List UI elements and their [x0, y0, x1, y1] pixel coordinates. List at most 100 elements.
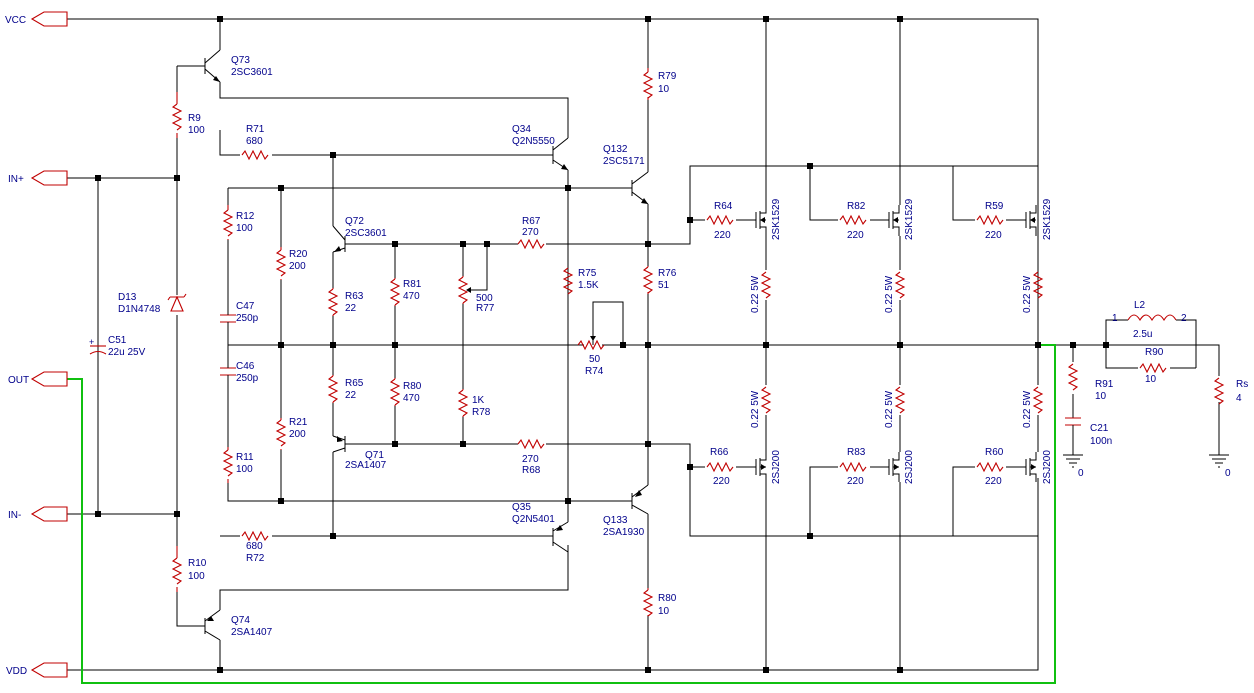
r71-resistor-icon — [241, 149, 269, 161]
r12-ref: R12 — [236, 211, 255, 222]
in-plus-port-label: IN+ — [8, 174, 24, 185]
r74-ref: R74 — [585, 366, 604, 377]
bjt-q35-icon — [552, 521, 569, 553]
vdd-port-label: VDD — [6, 666, 27, 677]
r20-value: 200 — [289, 261, 306, 272]
mosfet-part: 2SK1529 — [904, 198, 915, 240]
d13-part: D1N4748 — [118, 304, 161, 315]
in-plus-port[interactable]: IN+ — [8, 170, 68, 186]
q71-part: 2SA1407 — [345, 460, 387, 471]
r60-resistor-icon — [976, 461, 1004, 473]
r79-ref: R79 — [658, 71, 677, 82]
bjt-q74-icon — [204, 609, 221, 641]
out-port-label: OUT — [8, 375, 29, 386]
r11-ref: R11 — [236, 452, 254, 463]
r91-resistor-icon — [1067, 363, 1079, 391]
r80b-value: 470 — [403, 393, 420, 404]
d13-ref: D13 — [118, 292, 137, 303]
r72-ref: R72 — [246, 553, 265, 564]
r80b-ref: R80 — [403, 381, 422, 392]
r78-ref: R78 — [472, 407, 491, 418]
vcc-port-label: VCC — [5, 15, 26, 26]
svg-text:+: + — [89, 337, 94, 347]
inductor-l2-icon — [1127, 314, 1177, 322]
bjt-q133-icon — [631, 484, 649, 515]
r90-resistor-icon — [1139, 362, 1167, 374]
r75-ref: R75 — [578, 268, 597, 279]
rs-resistor-icon — [1213, 377, 1225, 405]
r20-ref: R20 — [289, 249, 308, 260]
r82-ref: R82 — [847, 201, 866, 212]
r71-ref: R71 — [246, 124, 265, 135]
r59-resistor-icon — [976, 214, 1004, 226]
r12-value: 100 — [236, 223, 253, 234]
r20-resistor-icon — [275, 249, 287, 277]
r9-ref: R9 — [188, 113, 201, 124]
source-resistor-icon — [894, 271, 906, 299]
r80-ref: R80 — [658, 593, 677, 604]
r11-value: 100 — [236, 464, 253, 475]
bjt-q132-icon — [631, 171, 649, 205]
capacitor-c47-icon — [220, 307, 236, 331]
r66-ref: R66 — [710, 447, 729, 458]
q133-ref: Q133 — [603, 515, 628, 526]
c21-ref: C21 — [1090, 423, 1109, 434]
bjt-q72-icon — [332, 225, 346, 253]
capacitor-c21-icon — [1065, 417, 1081, 436]
q34-part: Q2N5550 — [512, 136, 555, 147]
mosfet-part: 2SK1529 — [771, 198, 782, 240]
r81-value: 470 — [403, 291, 420, 302]
component-labels: Q73 2SC3601 Q74 2SA1407 R9 100 R10 100 R… — [108, 55, 1248, 638]
in-minus-port[interactable]: IN- — [8, 506, 68, 522]
rs-value: 4 — [1236, 393, 1242, 404]
r10-value: 100 — [188, 571, 205, 582]
r60-value: 220 — [985, 476, 1002, 487]
mosfet-part: 2SJ200 — [1042, 450, 1053, 484]
r10-resistor-icon — [171, 557, 183, 585]
zener-diode-icon — [167, 293, 187, 312]
mosfet-part: 2SK1529 — [1042, 198, 1053, 240]
source-resistor-icon — [760, 271, 772, 299]
source-res-label: 0.22 5W — [1022, 390, 1033, 428]
r79-value: 10 — [658, 84, 670, 95]
q73-part: 2SC3601 — [231, 67, 273, 78]
ground-label: 0 — [1078, 468, 1084, 479]
l2-pin2: 2 — [1181, 313, 1187, 324]
rs-ref: Rs — [1236, 379, 1248, 390]
q35-part: Q2N5401 — [512, 514, 555, 525]
r79-resistor-icon — [642, 71, 654, 99]
potentiometer-wiper-icons — [466, 287, 596, 345]
out-port[interactable]: OUT — [8, 371, 68, 387]
q132-part: 2SC5171 — [603, 156, 645, 167]
r77-resistor-icon — [457, 276, 469, 304]
vdd-port[interactable]: VDD — [6, 662, 68, 678]
source-res-label: 0.22 5W — [884, 275, 895, 313]
source-res-label: 0.22 5W — [1022, 275, 1033, 313]
ground-label: 0 — [1225, 468, 1231, 479]
r80-value: 10 — [658, 606, 670, 617]
mosfet-p-icons — [750, 452, 1037, 482]
r64-ref: R64 — [714, 201, 733, 212]
r59-ref: R59 — [985, 201, 1004, 212]
r83-ref: R83 — [847, 447, 866, 458]
r91-ref: R91 — [1095, 379, 1114, 390]
r60-ref: R60 — [985, 447, 1004, 458]
mosfet-n-icons — [750, 205, 1037, 236]
q74-ref: Q74 — [231, 615, 250, 626]
q132-ref: Q132 — [603, 144, 628, 155]
r66-value: 220 — [713, 476, 730, 487]
q73-ref: Q73 — [231, 55, 250, 66]
r21-value: 200 — [289, 429, 306, 440]
r80-resistor-icon — [642, 589, 654, 617]
r9-resistor-icon — [171, 103, 183, 131]
capacitor-c51-icon: + — [89, 337, 107, 355]
r90-value: 10 — [1145, 374, 1157, 385]
bjt-q34-icon — [552, 137, 569, 171]
resistor-icons — [171, 68, 1225, 617]
vcc-port[interactable]: VCC — [5, 11, 68, 27]
r68-resistor-icon — [517, 438, 545, 450]
source-res-label: 0.22 5W — [884, 390, 895, 428]
r90-ref: R90 — [1145, 347, 1164, 358]
r64-resistor-icon — [706, 214, 734, 226]
